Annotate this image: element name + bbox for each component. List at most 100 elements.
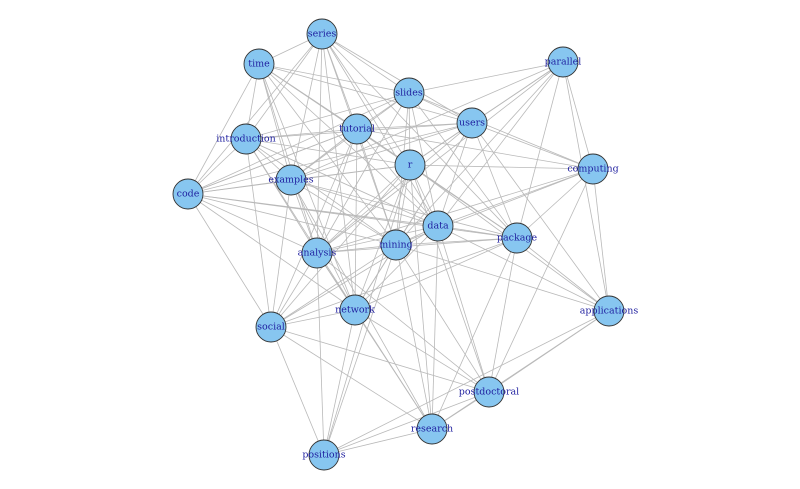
edge-time-users xyxy=(258,63,473,124)
node-series: series xyxy=(306,18,338,50)
node-tutorial: tutorial xyxy=(339,113,375,145)
node-circle-postdoctoral xyxy=(473,376,505,408)
node-circle-tutorial xyxy=(341,113,373,145)
edge-slides-analysis xyxy=(316,92,410,254)
edge-users-analysis xyxy=(316,122,473,254)
node-label-package: package xyxy=(497,233,538,244)
node-research: research xyxy=(411,413,453,445)
edge-slides-package xyxy=(408,92,518,239)
edge-time-code xyxy=(187,63,260,195)
node-circle-introduction xyxy=(230,123,262,155)
edge-examples-social xyxy=(270,179,292,328)
edge-series-users xyxy=(321,33,473,124)
edge-code-analysis xyxy=(187,193,318,254)
node-label-applications: applications xyxy=(580,306,639,317)
edge-computing-data xyxy=(437,168,594,227)
edge-package-network xyxy=(354,237,518,311)
edge-r-analysis xyxy=(316,164,411,254)
node-label-users: users xyxy=(459,118,485,129)
node-circle-series xyxy=(306,18,338,50)
edge-slides-code xyxy=(187,92,410,195)
node-code: code xyxy=(172,178,204,210)
edge-examples-mining xyxy=(290,179,397,246)
node-label-postdoctoral: postdoctoral xyxy=(459,387,519,398)
edge-introduction-data xyxy=(245,138,439,227)
edge-tutorial-users xyxy=(356,122,473,130)
edge-users-package xyxy=(471,122,518,239)
nodes-layer: series time slides parallel introduction tuto… xyxy=(172,18,639,471)
edge-parallel-examples xyxy=(290,61,564,181)
node-label-mining: mining xyxy=(379,240,412,251)
node-postdoctoral: postdoctoral xyxy=(459,376,519,408)
edge-data-applications xyxy=(437,225,610,312)
edge-users-data xyxy=(437,122,473,227)
edge-code-tutorial xyxy=(187,128,358,195)
node-label-analysis: analysis xyxy=(298,248,337,259)
node-introduction: introduction xyxy=(216,123,276,155)
node-label-positions: positions xyxy=(302,450,345,461)
edge-tutorial-data xyxy=(356,128,439,227)
node-computing: computing xyxy=(567,153,619,185)
node-package: package xyxy=(497,222,538,254)
edge-users-computing xyxy=(471,122,594,170)
edge-package-applications xyxy=(516,237,610,312)
edge-social-postdoctoral xyxy=(270,326,490,393)
edge-users-examples xyxy=(290,122,473,181)
node-data: data xyxy=(422,210,454,242)
edge-series-slides xyxy=(321,33,410,94)
edge-network-positions xyxy=(323,309,356,456)
node-label-parallel: parallel xyxy=(545,57,582,68)
node-social: social xyxy=(255,311,287,343)
node-network: network xyxy=(335,294,375,326)
node-examples: examples xyxy=(268,164,314,196)
edge-time-examples xyxy=(258,63,292,181)
edge-time-mining xyxy=(258,63,397,246)
edge-social-positions xyxy=(270,326,325,456)
edge-slides-introduction xyxy=(245,92,410,140)
edge-analysis-positions xyxy=(316,252,325,456)
node-label-time: time xyxy=(248,59,270,70)
edge-parallel-applications xyxy=(562,61,610,312)
edge-package-postdoctoral xyxy=(488,237,518,393)
edge-mining-package xyxy=(395,237,518,246)
edge-analysis-package xyxy=(316,237,518,254)
edge-positions-applications xyxy=(323,310,610,456)
node-circle-parallel xyxy=(547,46,579,78)
node-circle-package xyxy=(501,222,533,254)
node-circle-applications xyxy=(593,295,625,327)
node-label-computing: computing xyxy=(567,164,618,175)
edge-network-postdoctoral xyxy=(354,309,490,393)
edge-slides-computing xyxy=(408,92,594,170)
node-label-research: research xyxy=(411,424,453,435)
node-circle-slides xyxy=(393,77,425,109)
node-slides: slides xyxy=(393,77,425,109)
edge-code-package xyxy=(187,193,518,239)
node-circle-analysis xyxy=(301,237,333,269)
node-label-data: data xyxy=(427,221,449,232)
edge-computing-applications xyxy=(592,168,610,312)
node-analysis: analysis xyxy=(298,237,337,269)
node-circle-examples xyxy=(275,164,307,196)
edge-introduction-r xyxy=(245,138,411,166)
node-label-social: social xyxy=(257,322,285,333)
edge-parallel-package xyxy=(516,61,564,239)
node-circle-time xyxy=(243,48,275,80)
edge-examples-package xyxy=(290,179,518,239)
edge-tutorial-mining xyxy=(356,128,397,246)
edge-package-research xyxy=(431,237,518,430)
edge-network-research xyxy=(354,309,433,430)
edge-r-postdoctoral xyxy=(409,164,490,393)
edge-examples-data xyxy=(290,179,439,227)
edge-series-data xyxy=(321,33,439,227)
edge-slides-parallel xyxy=(408,61,564,94)
node-circle-users xyxy=(456,107,488,139)
node-label-examples: examples xyxy=(268,175,313,186)
node-mining: mining xyxy=(379,229,413,261)
edge-mining-postdoctoral xyxy=(395,244,490,393)
edge-analysis-postdoctoral xyxy=(316,252,490,393)
edge-research-positions xyxy=(323,428,433,456)
edge-r-package xyxy=(409,164,518,239)
node-circle-social xyxy=(255,311,287,343)
edge-mining-social xyxy=(270,244,397,328)
node-circle-research xyxy=(416,413,448,445)
